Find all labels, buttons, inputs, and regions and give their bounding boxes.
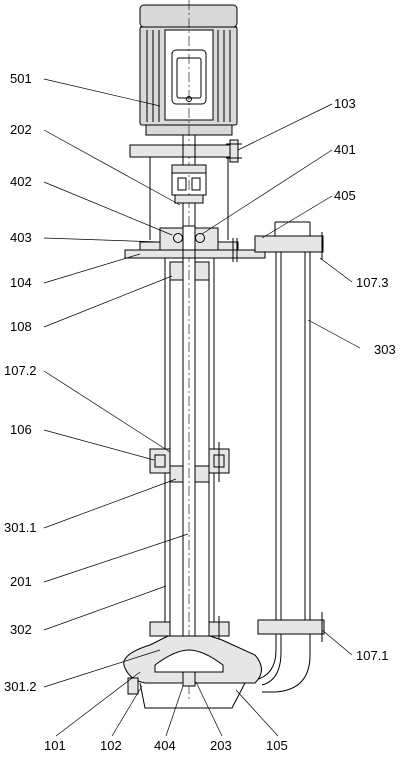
callout-102: 102 [100,738,122,753]
column-pipe [149,203,230,680]
callout-201: 201 [10,574,32,589]
callout-108: 108 [10,319,32,334]
pump-casing [123,635,262,709]
callout-104: 104 [10,275,32,290]
callout-501: 501 [10,71,32,86]
motor [139,4,238,136]
callout-402: 402 [10,174,32,189]
callout-101: 101 [44,738,66,753]
callout-107-1: 107.1 [356,648,389,663]
callout-105: 105 [266,738,288,753]
callout-107-2: 107.2 [4,363,37,378]
callout-401: 401 [334,142,356,157]
callout-303: 303 [374,342,396,357]
callout-203: 203 [210,738,232,753]
callout-106: 106 [10,422,32,437]
discharge-pipe [254,221,325,693]
leader-lines [43,78,361,737]
callout-107-3: 107.3 [356,275,389,290]
callout-405: 405 [334,188,356,203]
callout-103: 103 [334,96,356,111]
callout-301-1: 301.1 [4,520,37,535]
callout-302: 302 [10,622,32,637]
callout-404: 404 [154,738,176,753]
callout-403: 403 [10,230,32,245]
callout-202: 202 [10,122,32,137]
lantern-and-coupling [129,134,242,240]
callout-301-2: 301.2 [4,679,37,694]
callout-labels: 501 103 202 401 402 405 403 104 107.3 10… [4,71,396,753]
